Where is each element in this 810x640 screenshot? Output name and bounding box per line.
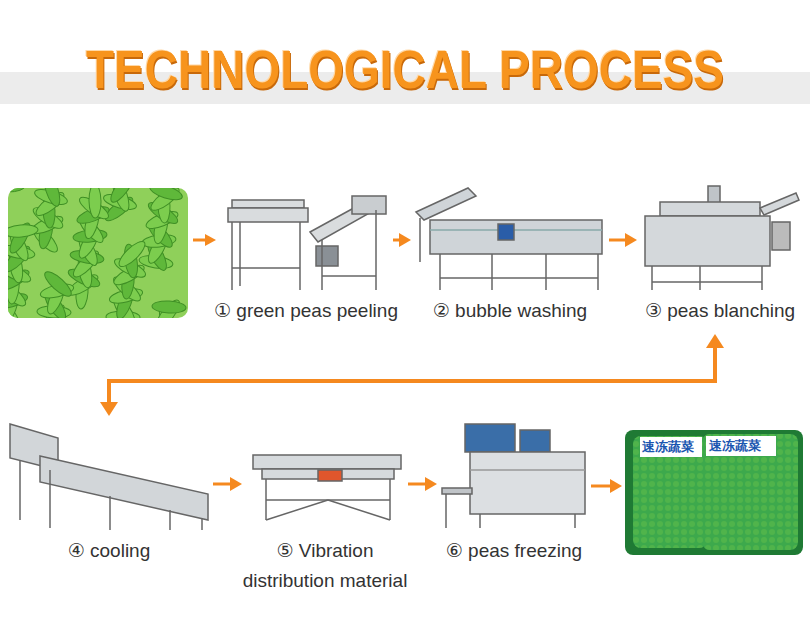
process-step: ① green peas peeling (222, 190, 390, 292)
pea-pod (8, 224, 38, 239)
process-step: ③ peas blanching (640, 185, 800, 290)
arrow-head (625, 233, 637, 247)
arrow-head (100, 402, 118, 416)
pea-pod (116, 238, 149, 270)
connector-line (213, 483, 232, 486)
flow-connector (213, 477, 242, 491)
flow-connector (393, 233, 411, 247)
pea-pod (107, 188, 137, 205)
pea-pod (41, 268, 74, 300)
step-caption: ④ cooling (68, 536, 151, 566)
flow-connector (609, 233, 637, 247)
frozen-peas-photo (625, 430, 803, 555)
step-caption: ⑤ Vibration distribution material (235, 536, 415, 596)
flow-connector (100, 334, 724, 416)
process-step: ④ cooling (8, 420, 210, 532)
flow-connector (408, 477, 437, 491)
step-caption: ② bubble washing (433, 296, 587, 326)
arrow-head (230, 477, 242, 491)
arrow-head (706, 334, 724, 348)
pea-pod (89, 188, 102, 218)
arrow-head (425, 477, 437, 491)
title: TECHNOLOGICAL PROCESS (0, 36, 810, 105)
flow-connector (591, 479, 622, 493)
product-photo: 速冻蔬菜速冻蔬菜 (625, 430, 803, 555)
arrow-head (399, 233, 411, 247)
step-caption: ① green peas peeling (214, 296, 398, 326)
tunnel-freezer (442, 424, 585, 528)
pea-pod (152, 300, 187, 314)
pea-pod (41, 188, 63, 208)
process-step: ⑤ Vibration distribution material (245, 450, 405, 522)
package-label: 速冻蔬菜 (642, 439, 694, 455)
vibration-sieve (253, 455, 401, 520)
pea-pod (148, 188, 184, 203)
package-label: 速冻蔬菜 (709, 438, 761, 454)
connector-line (109, 346, 715, 404)
step-caption: ⑥ peas freezing (446, 536, 582, 566)
flow-arrow (193, 234, 216, 246)
raw-peas-photo (0, 171, 188, 339)
cooling-machine (10, 424, 208, 530)
step-caption: ③ peas blanching (645, 296, 795, 326)
process-step: ② bubble washing (414, 185, 606, 290)
arrow-head (610, 479, 622, 493)
peeling-machine (228, 196, 386, 290)
process-step: ⑥ peas freezing (440, 420, 588, 530)
blanching-machine (645, 186, 799, 290)
pea-pod (8, 188, 25, 192)
connector-line (408, 483, 427, 486)
connector-line (609, 239, 627, 242)
bubble-washer (416, 188, 602, 290)
connector-line (591, 485, 612, 488)
